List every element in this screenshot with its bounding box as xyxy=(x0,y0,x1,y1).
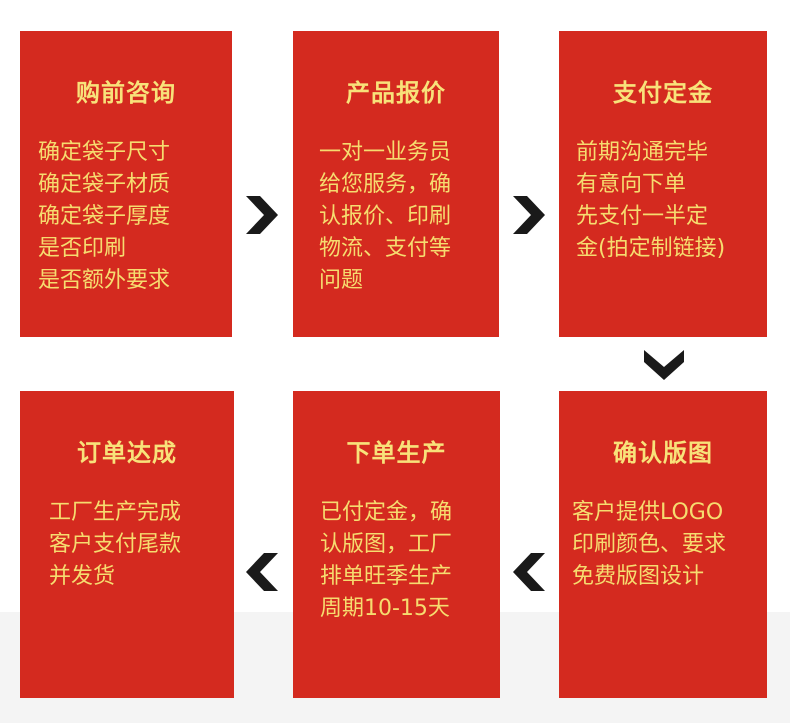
step-title: 下单生产 xyxy=(346,439,447,467)
chevron-left-icon xyxy=(513,553,545,591)
step-line: 认版图，工厂 xyxy=(320,532,453,557)
step-card-confirm-artwork: 确认版图 客户提供LOGO 印刷颜色、要求 免费版图设计 xyxy=(559,391,767,698)
step-card-pre-sale-consultation: 购前咨询 确定袋子尺寸 确定袋子材质 确定袋子厚度 是否印刷 是否额外要求 xyxy=(20,31,232,337)
step-card-order-complete: 订单达成 工厂生产完成 客户支付尾款 并发货 xyxy=(20,391,234,698)
step-line: 已付定金，确 xyxy=(320,500,453,525)
step-line: 排单旺季生产 xyxy=(320,564,453,589)
step-line: 免费版图设计 xyxy=(572,564,705,589)
chevron-down-icon xyxy=(644,350,684,380)
step-line: 问题 xyxy=(319,268,364,293)
step-line: 认报价、印刷 xyxy=(319,204,452,229)
chevron-left-icon xyxy=(246,553,278,591)
step-description: 工厂生产完成 客户支付尾款 并发货 xyxy=(49,497,181,593)
step-title: 确认版图 xyxy=(613,439,713,467)
step-line: 周期10-15天 xyxy=(320,596,450,621)
step-line: 是否额外要求 xyxy=(38,268,171,293)
step-line: 有意向下单 xyxy=(576,172,687,197)
step-line: 印刷颜色、要求 xyxy=(572,532,727,557)
step-line: 客户支付尾款 xyxy=(49,532,182,557)
step-description: 确定袋子尺寸 确定袋子材质 确定袋子厚度 是否印刷 是否额外要求 xyxy=(38,137,170,297)
step-line: 一对一业务员 xyxy=(319,140,452,165)
step-line: 工厂生产完成 xyxy=(49,500,182,525)
step-line: 确定袋子尺寸 xyxy=(38,140,171,165)
step-line: 确定袋子厚度 xyxy=(38,204,171,229)
step-description: 客户提供LOGO 印刷颜色、要求 免费版图设计 xyxy=(572,497,726,593)
step-line: 客户提供LOGO xyxy=(572,500,724,525)
step-description: 一对一业务员 给您服务，确 认报价、印刷 物流、支付等 问题 xyxy=(319,137,451,297)
step-description: 前期沟通完毕 有意向下单 先支付一半定 金(拍定制链接) xyxy=(576,137,725,265)
step-line: 并发货 xyxy=(49,564,116,589)
step-card-production: 下单生产 已付定金，确 认版图，工厂 排单旺季生产 周期10-15天 xyxy=(293,391,500,698)
step-line: 金(拍定制链接) xyxy=(576,236,726,261)
step-description: 已付定金，确 认版图，工厂 排单旺季生产 周期10-15天 xyxy=(320,497,452,625)
step-line: 给您服务，确 xyxy=(319,172,452,197)
step-title: 订单达成 xyxy=(77,439,177,467)
step-line: 确定袋子材质 xyxy=(38,172,171,197)
step-card-pay-deposit: 支付定金 前期沟通完毕 有意向下单 先支付一半定 金(拍定制链接) xyxy=(559,31,767,337)
step-line: 是否印刷 xyxy=(38,236,127,261)
chevron-right-icon xyxy=(246,196,278,234)
step-line: 物流、支付等 xyxy=(319,236,452,261)
step-line: 前期沟通完毕 xyxy=(576,140,709,165)
step-line: 先支付一半定 xyxy=(576,204,709,229)
chevron-right-icon xyxy=(513,196,545,234)
step-card-product-quotation: 产品报价 一对一业务员 给您服务，确 认报价、印刷 物流、支付等 问题 xyxy=(293,31,499,337)
step-title: 购前咨询 xyxy=(76,79,176,107)
step-title: 产品报价 xyxy=(346,79,446,107)
step-title: 支付定金 xyxy=(613,79,713,107)
